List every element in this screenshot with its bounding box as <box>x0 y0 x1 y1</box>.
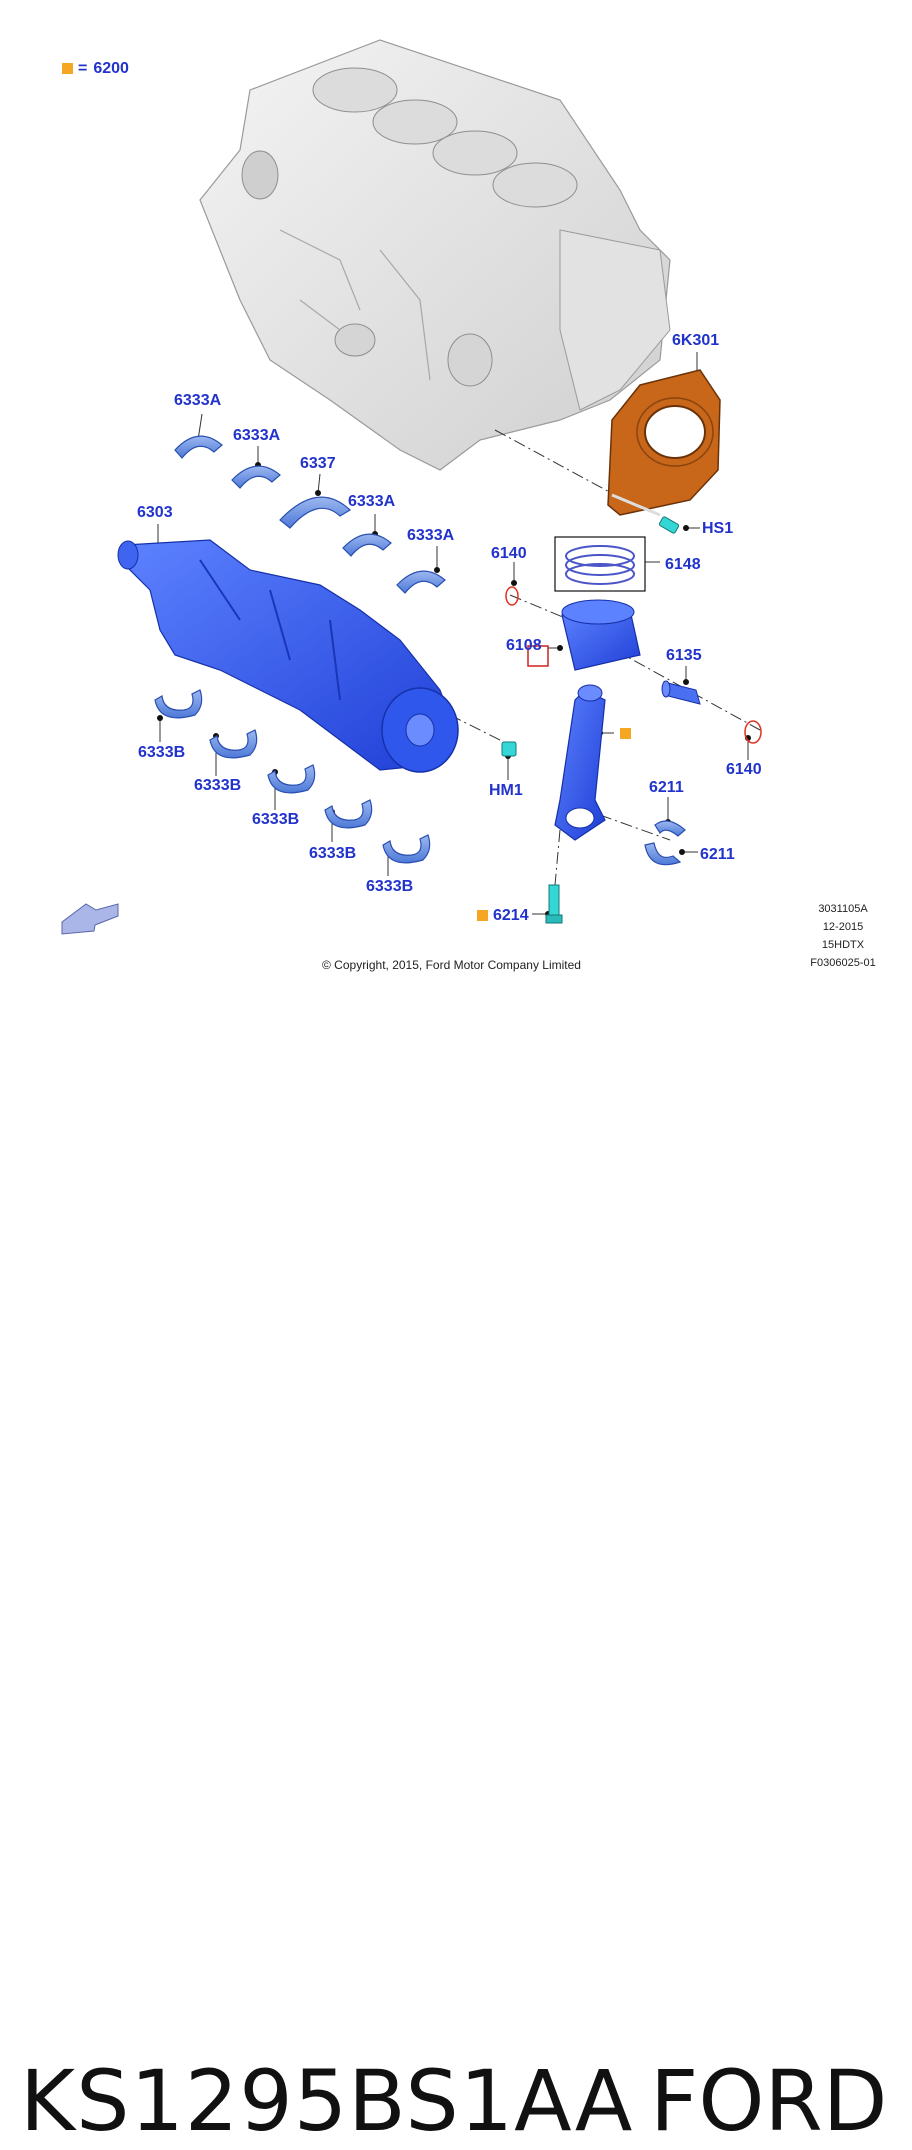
front-direction-arrow <box>61 903 119 935</box>
hm1-bolt <box>501 741 517 757</box>
label-6303: 6303 <box>137 504 173 521</box>
label-6333b-1: 6333B <box>138 744 186 761</box>
legend-equals: = <box>78 60 88 77</box>
label-6148: 6148 <box>665 556 701 573</box>
illustration-date: 12-2015 <box>822 921 864 933</box>
label-6108: 6108 <box>506 637 542 654</box>
illustration-code: 3031105A <box>818 903 868 915</box>
piston <box>527 599 641 671</box>
label-6214-text: 6214 <box>493 907 529 924</box>
hs1-bolt <box>658 516 680 534</box>
diagram-artwork <box>61 39 762 935</box>
piston-rings <box>554 536 646 592</box>
legend-value: 6200 <box>93 60 129 77</box>
label-6333a-3: 6333A <box>348 493 396 510</box>
label-6135: 6135 <box>666 647 702 664</box>
part-number: KS1295BS1AA <box>20 2052 634 2150</box>
label-6333a-2: 6333A <box>233 427 281 444</box>
label-6333b-5: 6333B <box>366 878 414 895</box>
label-6333b-4: 6333B <box>309 845 357 862</box>
label-6140-lower: 6140 <box>726 761 762 778</box>
figure-number: F0306025-01 <box>810 957 876 969</box>
label-hm1: HM1 <box>489 782 523 799</box>
rod-bearings <box>644 820 686 866</box>
legend: = 6200 <box>62 60 129 78</box>
engine-block <box>199 39 671 471</box>
label-hs1: HS1 <box>702 520 734 537</box>
piston-pin <box>661 680 701 705</box>
label-6140-upper: 6140 <box>491 545 527 562</box>
label-6333b-2: 6333B <box>194 777 242 794</box>
label-6333a-4: 6333A <box>407 527 455 544</box>
label-6214: 6214 <box>477 907 529 925</box>
lower-bearings <box>154 689 431 864</box>
rear-seal-gasket <box>607 369 721 517</box>
label-6211-lower: 6211 <box>700 846 735 863</box>
crankshaft <box>117 539 459 773</box>
label-6333a-1: 6333A <box>174 392 222 409</box>
exploded-parts-diagram: = 6200 6K301 HS1 6333A 6333A 6337 6333A 6… <box>0 0 912 1000</box>
upper-bearings <box>174 435 446 594</box>
replacement-square-icon <box>477 910 488 921</box>
connecting-rod <box>554 684 606 841</box>
label-6337: 6337 <box>300 455 336 472</box>
brand-name: FORD <box>650 2052 888 2150</box>
rod-bolt <box>545 884 563 924</box>
label-6k301: 6K301 <box>672 332 720 349</box>
model-code: 15HDTX <box>821 939 865 951</box>
label-6333b-3: 6333B <box>252 811 300 828</box>
footer: KS1295BS1AA FORD <box>0 1000 912 2150</box>
legend-square-icon <box>62 63 73 74</box>
replacement-markers <box>620 728 631 739</box>
snap-rings <box>505 586 762 744</box>
label-6211-upper: 6211 <box>649 779 684 796</box>
copyright-notice: © Copyright, 2015, Ford Motor Company Li… <box>322 958 581 972</box>
